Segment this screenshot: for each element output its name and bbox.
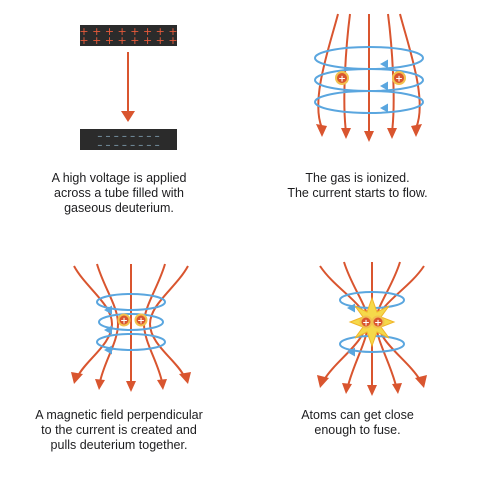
positive-signs-bottom: + + + + + + + + (79, 34, 177, 47)
ionized-illustration: + + (314, 13, 424, 142)
current-loops-icon (314, 46, 424, 114)
negative-signs-top: – – – – – – – – (97, 131, 159, 142)
positive-signs-top: + + + + + + + + (79, 25, 177, 38)
pinch-illustration: + + (71, 263, 191, 392)
caption-line: enough to fuse. (314, 423, 401, 437)
caption-line: gaseous deuterium. (64, 201, 174, 215)
ion-icon: + (359, 315, 373, 329)
ion-icon: + (371, 315, 385, 329)
svg-text:+: + (362, 319, 370, 329)
current-loops-icon (96, 293, 166, 351)
caption: Atoms can get close enough to fuse. (238, 408, 477, 438)
caption-line: to the current is created and (41, 423, 197, 437)
field-lines-icon (73, 263, 189, 384)
fusion-illustration: + + (317, 261, 427, 396)
caption: A high voltage is applied across a tube … (0, 171, 238, 216)
positive-plate-icon (80, 25, 177, 46)
svg-text:+: + (120, 317, 128, 327)
ion-icon: + (117, 313, 131, 327)
caption-line: Atoms can get close (301, 408, 414, 422)
arrow-down-icon (121, 52, 135, 122)
field-arrowheads (317, 375, 427, 396)
panel-ionized: + + The gas is ionized. The current star… (238, 0, 477, 238)
svg-text:+: + (374, 319, 382, 329)
caption: A magnetic field perpendicular to the cu… (0, 408, 238, 453)
caption-line: The gas is ionized. (305, 171, 410, 185)
panel-pinch: + + A magnetic field perpendicular to th… (0, 238, 238, 477)
panel-fusion: + + Atoms can get close enough to fuse. (238, 238, 477, 477)
negative-plate-icon (80, 129, 177, 150)
caption-line: A magnetic field perpendicular (35, 408, 203, 422)
caption-line: pulls deuterium together. (50, 438, 188, 452)
field-arrowheads (316, 124, 422, 142)
svg-text:+: + (338, 75, 346, 85)
ion-icon: + (392, 71, 406, 85)
ion-icon: + (134, 313, 148, 327)
current-arrowheads (347, 303, 355, 357)
panel-high-voltage: + + + + + + + + + + + + + + + + – – – – … (0, 0, 238, 238)
caption-line: The current starts to flow. (287, 186, 428, 200)
svg-text:+: + (137, 317, 145, 327)
caption-line: across a tube filled with (54, 186, 184, 200)
field-arrowheads (71, 372, 191, 392)
ion-icon: + (335, 71, 349, 85)
current-arrowheads (380, 59, 388, 113)
svg-text:+: + (395, 75, 403, 85)
high-voltage-illustration: + + + + + + + + + + + + + + + + – – – – … (79, 25, 178, 151)
negative-signs-bottom: – – – – – – – – (97, 140, 159, 151)
current-arrowheads (104, 305, 112, 355)
caption-line: A high voltage is applied (51, 171, 187, 185)
caption: The gas is ionized. The current starts t… (238, 171, 477, 201)
